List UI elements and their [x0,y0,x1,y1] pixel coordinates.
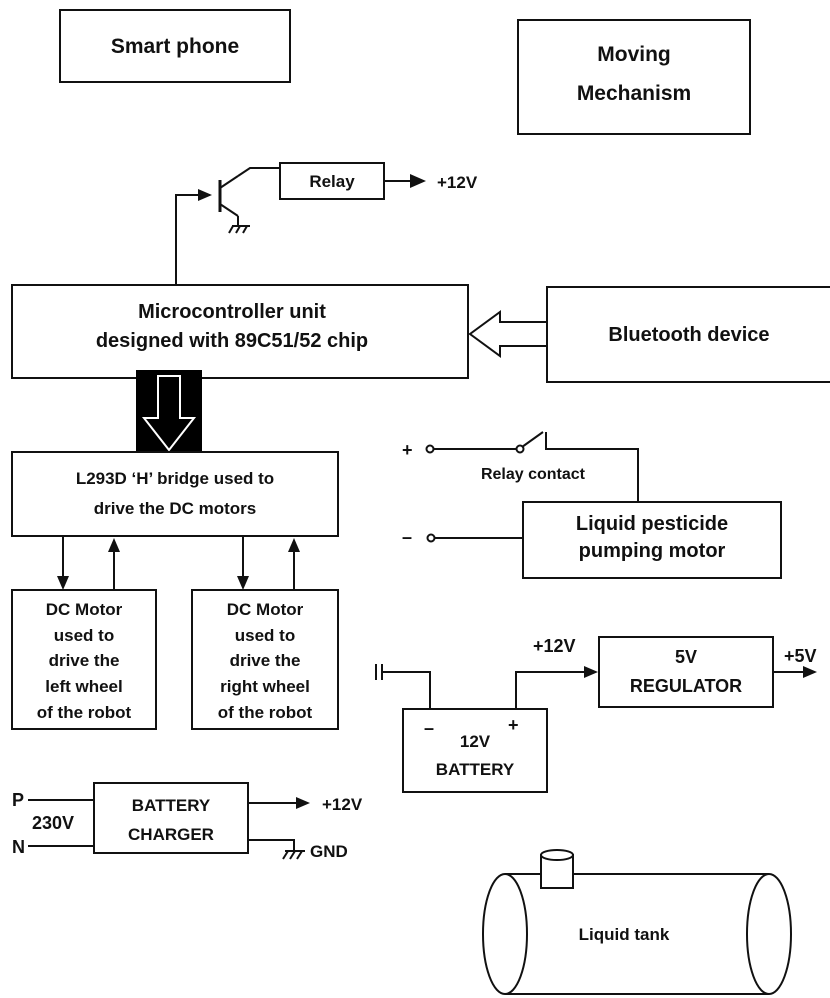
smart-phone-label: Smart phone [111,35,239,58]
charger-label-1: BATTERY [132,796,211,815]
pump-motor-label-1: Liquid pesticide [576,513,728,535]
battery-label-2: BATTERY [436,760,515,779]
liquid-tank [482,849,792,995]
battery-plus-label: + [508,715,519,735]
regulator-block [598,636,774,708]
battery-to-regulator-wire [515,671,586,709]
hbridge-label-1: L293D ‘H’ bridge used to [76,469,274,488]
left-motor-label-3: drive the [49,651,120,670]
charger-ground-icon [282,850,305,860]
left-motor-label-4: left wheel [45,677,122,696]
moving-mechanism-label-2: Mechanism [577,82,691,105]
liquid-tank-label: Liquid tank [579,925,670,944]
mcu-to-hbridge-arrow [141,375,197,452]
bluetooth-to-mcu-arrow [468,310,548,358]
bluetooth-label: Bluetooth device [608,324,769,346]
regulator-label-1: 5V [675,647,697,667]
relay-block [279,162,385,200]
right-motor-label-4: right wheel [220,677,310,696]
hbridge-block [11,451,339,537]
charger-label-2: CHARGER [128,825,214,844]
pump-plus-terminal [425,444,435,454]
charger-output-label: +12V [322,795,363,814]
pump-plus-terminal-label: + [402,440,413,460]
pump-minus-terminal [426,533,436,543]
relay-contact-label: Relay contact [481,466,586,483]
relay-supply-label: +12V [437,173,478,192]
relay-contact-switch [521,431,544,448]
battery-output-label: +12V [533,636,576,656]
battery-ground-icon [375,664,431,709]
battery-block [402,708,548,793]
smart-phone-block [59,9,291,83]
right-motor-label-3: drive the [230,651,301,670]
charger-input-label: 230V [32,813,74,833]
pump-motor-block [522,501,782,579]
regulator-label-2: REGULATOR [630,676,742,696]
pump-minus-terminal-label: – [402,527,412,547]
transistor-symbol [175,167,280,285]
left-motor-label-5: of the robot [37,703,132,722]
moving-mechanism-label-1: Moving [597,43,671,66]
battery-minus-label: – [424,718,434,738]
relay-contact-terminal [515,444,525,454]
right-motor-label-2: used to [235,626,295,645]
moving-mechanism-block [517,19,751,135]
microcontroller-label-1: Microcontroller unit [138,301,326,323]
hbridge-label-2: drive the DC motors [94,499,256,518]
relay-label: Relay [309,172,355,191]
charger-block [93,782,249,854]
right-motor-label-1: DC Motor [227,600,304,619]
microcontroller-label-2: designed with 89C51/52 chip [96,330,368,352]
left-motor-block [11,589,157,730]
ground-icon [228,225,250,234]
left-motor-label-2: used to [54,626,114,645]
right-motor-block [191,589,339,730]
hbridge-motor-arrows [57,536,300,590]
charger-p-label: P [12,790,24,810]
pump-motor-label-2: pumping motor [579,540,726,562]
microcontroller-block [11,284,469,379]
charger-gnd-label: GND [310,842,348,861]
charger-n-label: N [12,837,25,857]
left-motor-label-1: DC Motor [46,600,123,619]
battery-label-1: 12V [460,732,491,751]
regulator-output-label: +5V [784,646,817,666]
right-motor-label-5: of the robot [218,703,313,722]
